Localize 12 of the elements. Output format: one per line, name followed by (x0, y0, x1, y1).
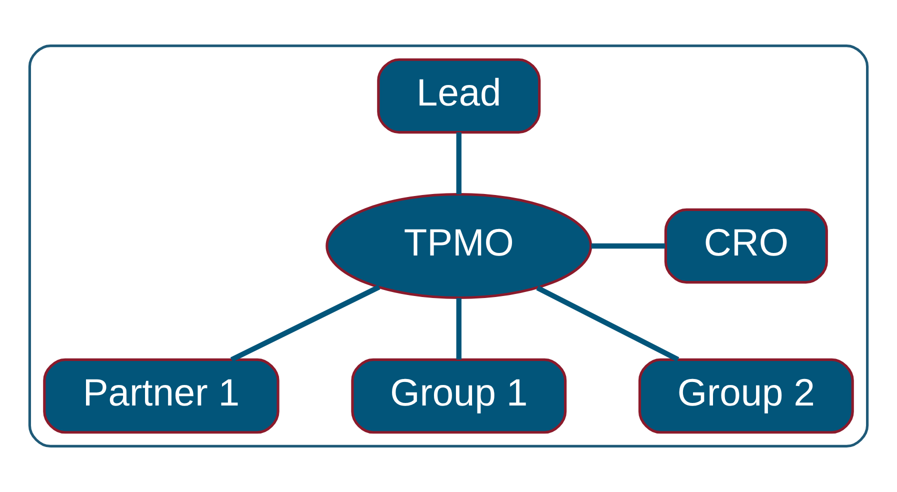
node-box: Partner 1 (43, 358, 280, 434)
node-ellipse: TPMO (326, 192, 592, 300)
connector (230, 284, 380, 362)
connector (536, 285, 680, 362)
node-box: Group 2 (638, 358, 854, 434)
connector (591, 243, 666, 249)
node-box: Group 1 (351, 358, 567, 434)
connector (456, 298, 462, 360)
node-box: CRO (664, 208, 828, 284)
connector (456, 132, 462, 194)
cluster (28, 44, 869, 448)
node-box: Lead (377, 58, 541, 134)
